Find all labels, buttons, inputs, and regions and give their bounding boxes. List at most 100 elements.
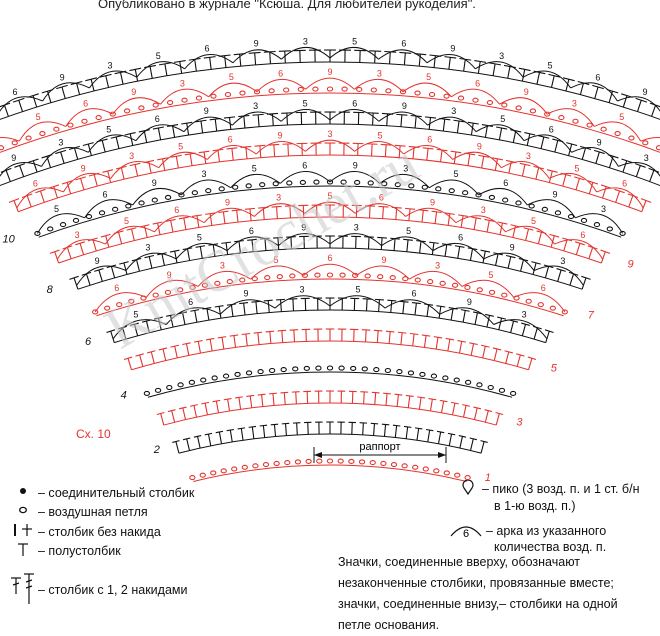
stitch-post — [121, 168, 124, 180]
stitch-post — [252, 427, 254, 439]
stitch-post — [62, 87, 65, 99]
chain-stitch — [246, 371, 251, 375]
row-baseline — [179, 434, 481, 453]
chain-stitch — [200, 473, 205, 477]
stitch-post — [404, 53, 405, 65]
stitch-top — [201, 402, 209, 403]
chain-stitch — [317, 459, 322, 463]
chain-stitch — [298, 87, 303, 91]
chain-stitch — [189, 380, 194, 384]
arch-count-label: 9 — [642, 87, 647, 97]
stitch-post — [225, 56, 226, 68]
chart-row-3 — [157, 391, 503, 425]
stitch-top — [405, 208, 415, 209]
stitch-post — [296, 392, 297, 404]
stitch-top — [279, 51, 291, 52]
stitch-post — [555, 140, 558, 152]
arch-count-label: 9 — [524, 87, 529, 97]
stitch-post — [194, 405, 197, 417]
stitch-top — [278, 330, 287, 331]
stitch-post — [161, 413, 164, 425]
stitch-top — [239, 303, 248, 304]
chain-stitch — [415, 278, 420, 282]
arch-count-label: 3 — [129, 151, 134, 161]
stitch-post — [493, 64, 495, 76]
stitch-post — [262, 395, 263, 407]
stitch-post — [580, 83, 583, 95]
chain-stitch — [542, 207, 547, 211]
stitch-top — [444, 57, 456, 58]
legend-picot: – пико (3 возд. п. и 1 ст. б/н — [458, 480, 639, 499]
stitch-post — [258, 115, 259, 127]
stitch-top — [254, 332, 262, 333]
arch-count-label: 9 — [11, 153, 16, 163]
chain-stitch — [502, 103, 507, 107]
chain-stitch — [242, 465, 247, 469]
stitch-top — [451, 151, 462, 153]
chain-stitch — [211, 94, 216, 98]
chain-stitch — [240, 91, 245, 95]
arch-count-label: 6 — [278, 68, 283, 78]
chain-stitch — [511, 391, 516, 395]
chain-stitch — [153, 103, 158, 107]
chain-stitch — [365, 274, 370, 278]
stitch-post — [184, 218, 186, 230]
stitch-post — [551, 76, 554, 88]
chain-stitch — [281, 368, 286, 372]
stitch-post — [137, 260, 140, 272]
chain-stitch — [370, 461, 375, 465]
stitch-post — [582, 148, 585, 160]
chain-stitch — [285, 461, 290, 465]
chain-stitch — [313, 87, 318, 91]
arch-count-label: 6 — [458, 233, 463, 243]
chain-arch — [303, 264, 356, 275]
stitch-post — [481, 442, 484, 454]
arch-count-label: 6 — [595, 73, 600, 83]
note-line-2: незаконченные столбики, провязанные вмес… — [338, 573, 660, 594]
chain-arch — [159, 152, 208, 167]
arch-count-label: 3 — [201, 169, 206, 179]
stitch-post — [20, 165, 24, 176]
stitch-post — [6, 170, 10, 181]
arch-count-label: 9 — [467, 297, 472, 307]
chain-stitch — [304, 366, 309, 370]
stitch-post — [386, 394, 387, 406]
arch-count-label: 6 — [228, 135, 233, 145]
arch-count-label: 9 — [430, 197, 435, 207]
stitch-post — [513, 131, 515, 143]
stitch-post — [463, 310, 465, 322]
stitch-top — [396, 114, 407, 115]
chain-stitch — [420, 372, 425, 376]
watermark: KnitCrochet.ru — [94, 130, 429, 361]
stitch-post — [517, 355, 520, 367]
chain-arch — [453, 152, 502, 167]
chain-stitch — [221, 469, 226, 473]
stitch-top — [382, 424, 389, 425]
stitch-post — [282, 331, 283, 343]
arch-count-label: 9 — [553, 190, 558, 200]
stitch-top — [266, 331, 275, 332]
chain-arch — [281, 47, 330, 59]
chain-arch — [89, 71, 136, 88]
stitch-post — [270, 52, 271, 64]
arch-count-label: 5 — [124, 216, 129, 226]
stitch-post — [293, 299, 294, 311]
chain-stitch — [192, 191, 197, 195]
stitch-post — [407, 240, 408, 252]
arch-count-label: 3 — [253, 101, 258, 111]
chain-stitch — [327, 273, 332, 277]
stitch-post — [201, 121, 203, 133]
stitch-post — [558, 270, 561, 281]
chain-stitch — [340, 273, 345, 277]
chain-stitch — [235, 372, 240, 376]
arch-count-label: 3 — [572, 98, 577, 108]
stitch-top — [204, 57, 216, 58]
arch-count-label: 3 — [526, 151, 531, 161]
stitch-post — [368, 237, 369, 249]
stitch-post — [427, 148, 428, 160]
stitch-top — [245, 208, 255, 209]
stitch-post — [508, 257, 511, 269]
arch-count-label: 5 — [178, 141, 183, 151]
arch-count-label: 5 — [197, 233, 202, 243]
stitch-post — [94, 175, 97, 187]
